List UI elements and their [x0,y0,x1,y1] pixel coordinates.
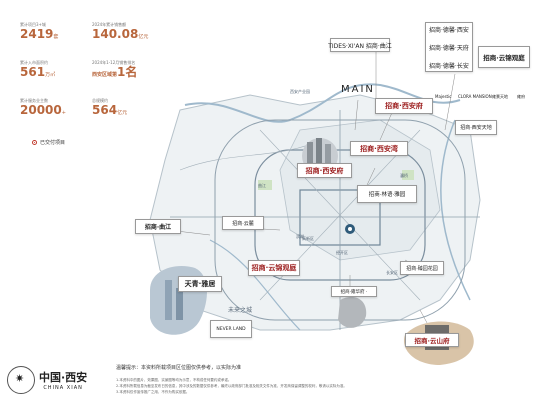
stat-label: 2024年1-12月销售排名 [92,60,136,65]
project-tag: 招商·林语·雅园 [357,185,417,203]
project-list: 招商·德馨·西安 招商·德馨·天府 招商·德馨·长安 [425,22,473,72]
note-line: 3.本资料仅作宣传推广之用，不作为购买依据。 [116,390,190,394]
brand-en: CHINA XIAN [43,385,83,391]
stat-item: 2024年1-12月销售排名 西安区域第1名 [92,60,162,82]
project-tag: 招商·云山府 [405,333,459,347]
project-photo [316,138,322,168]
project-photo [165,280,172,320]
stat-item: 累计项目3+城 2419套 [20,22,90,44]
project-tag: 招商·西安天地 [455,120,497,135]
stat-value: 西安区域第1名 [92,65,138,79]
project-photo [307,142,313,168]
legend: 已交付项目 [32,139,65,146]
project-tag: 招商·西安湾 [350,141,408,156]
park [258,180,272,190]
park [402,170,414,180]
district-label: 长安区 [386,270,398,275]
stat-label: 累计入市面积约 [20,60,48,65]
district-label: 灞桥 [400,173,408,178]
district-label: 西安产业园 [290,89,310,94]
stat-value: 564亿元 [92,103,128,117]
project-photo [325,144,331,168]
project-tag: 招商·云锦观庭 [248,260,300,276]
district-label: 经开区 [336,250,348,255]
brand: 中国·西安 CHINA XIAN [7,366,87,394]
project-label: Majestic [435,94,452,99]
project-photo [338,296,367,328]
project-list-item: 招商·德馨·天府 [429,44,469,52]
note-line: 1.本资料中的图片、效果图、实景图等均为示意，不构成任何要约或承诺。 [116,378,232,382]
stat-item: 累计入市面积约 561万㎡ [20,60,90,82]
stat-value: 561万㎡ [20,65,56,79]
stat-value: 20000+ [20,103,66,117]
project-tag: TIDES·XI'AN 招商·曲江 [328,38,392,52]
project-tag: 招商·曲江 [135,219,181,234]
stat-item: 2024年累计销售额 140.08亿元 [92,22,162,44]
project-label: 雍府 [517,94,525,99]
delivered-marker-icon [32,140,37,145]
project-tag: 招商·云锦观庭 [478,46,530,68]
river [184,83,461,123]
brand-name: 中国·西安 [39,371,88,384]
project-tag: 招商·臻园花园 [400,261,444,275]
project-tag: 天青·雅居 [178,276,222,292]
project-list-item: 招商·德馨·长安 [429,62,469,70]
stat-value: 2419套 [20,27,59,41]
project-tag: NEVER LAND [210,320,252,338]
stat-label: 2024年累计销售额 [92,22,127,27]
center-marker-inner [348,227,352,231]
project-label: 雍景天地 [492,94,508,99]
legend-label: 已交付项目 [40,140,66,146]
stat-value: 140.08亿元 [92,27,149,41]
river [440,119,471,301]
project-tag: 招商·雍华府 · [331,286,377,297]
note-title: 温馨提示：本资料所载项目区位图仅供参考，以实际为准 [116,365,242,371]
project-tag: 招商·西安府 [297,163,352,178]
project-tag: 招商·西安府 [375,98,433,114]
stat-label: 累计服务业主数 [20,98,48,103]
stat-item: 累计服务业主数 20000+ [20,98,90,120]
district-label: 曲江 [258,183,266,188]
district-label: 高新区 [302,236,314,241]
project-photo [176,288,183,320]
note-line: 2.本资料所载信息为截至发布日的信息，其中涉及的数据仅供参考，最终以政府部门批准… [116,384,347,388]
district-label: 滨湖 [296,234,304,239]
project-label: CLORA MANSION [458,94,492,99]
brand-logo-icon [7,366,35,394]
project-tag: 招商·云麓 [222,216,264,230]
stat-label: 总规模约 [92,98,108,103]
project-label: 未来之城 [228,307,253,314]
project-list-item: 招商·德馨·西安 [429,26,469,34]
stat-label: 累计项目3+城 [20,22,46,27]
stat-item: 总规模约 564亿元 [92,98,162,120]
project-label-main: MAIN [341,84,375,95]
